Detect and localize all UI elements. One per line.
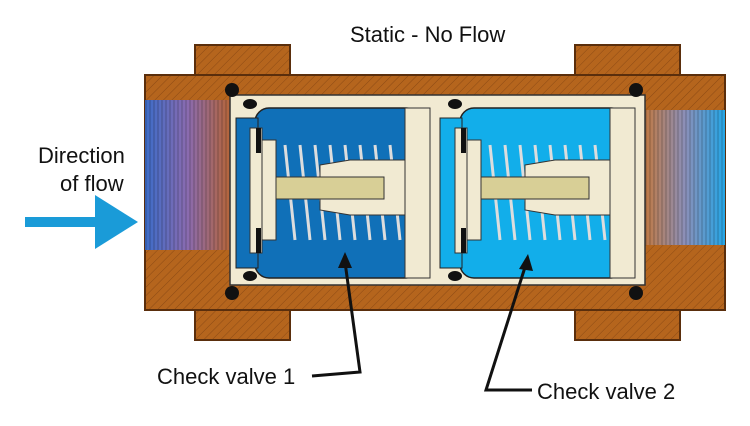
direction-label-line2: of flow bbox=[60, 171, 124, 196]
leader2-arrowhead bbox=[519, 254, 533, 271]
check-valve-1-label: Check valve 1 bbox=[157, 364, 296, 389]
diagram-title: Static - No Flow bbox=[350, 22, 506, 47]
o-rings bbox=[225, 83, 643, 300]
check-valve-1 bbox=[235, 107, 431, 279]
check-valve-2-label: Check valve 2 bbox=[537, 379, 676, 404]
valve1-stem bbox=[275, 176, 385, 200]
leader1-arrowhead bbox=[338, 252, 352, 268]
flow-arrow bbox=[25, 195, 138, 249]
direction-label-line1: Direction bbox=[38, 143, 125, 168]
callout-leaders bbox=[311, 261, 532, 392]
valve2-stem bbox=[480, 176, 590, 200]
check-valve-2 bbox=[439, 107, 636, 279]
